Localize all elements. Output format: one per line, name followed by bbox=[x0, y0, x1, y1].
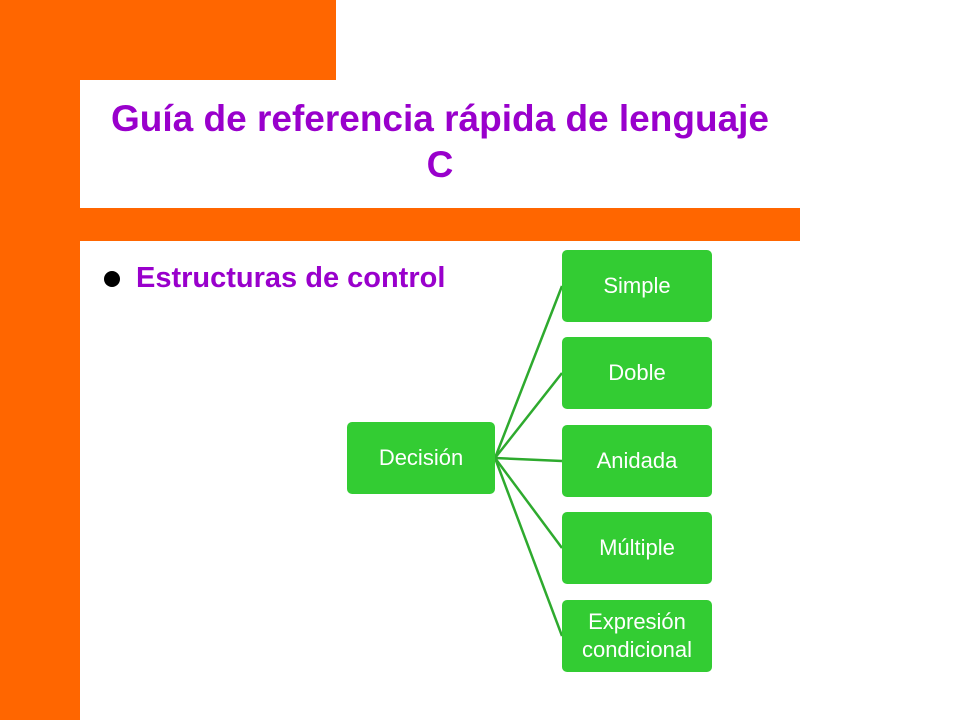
node-anidada: Anidada bbox=[562, 425, 712, 497]
bullet-dot-icon bbox=[104, 271, 120, 287]
node-expresion-condicional: Expresión condicional bbox=[562, 600, 712, 672]
connector-simple bbox=[493, 285, 564, 459]
connector-multiple bbox=[493, 457, 564, 549]
node-simple: Simple bbox=[562, 250, 712, 322]
node-decision: Decisión bbox=[347, 422, 495, 494]
top-accent-bar bbox=[80, 0, 336, 80]
left-accent-bar bbox=[0, 0, 80, 720]
bullet-text: Estructuras de control bbox=[136, 262, 446, 294]
node-multiple: Múltiple bbox=[562, 512, 712, 584]
title-underline-bar bbox=[80, 208, 800, 241]
connector-expresion bbox=[493, 457, 564, 637]
node-doble: Doble bbox=[562, 337, 712, 409]
connector-anidada bbox=[494, 456, 563, 463]
title-panel bbox=[80, 80, 800, 208]
connector-doble bbox=[494, 372, 563, 459]
slide-title: Guía de referencia rápida de lenguaje C bbox=[110, 98, 769, 185]
